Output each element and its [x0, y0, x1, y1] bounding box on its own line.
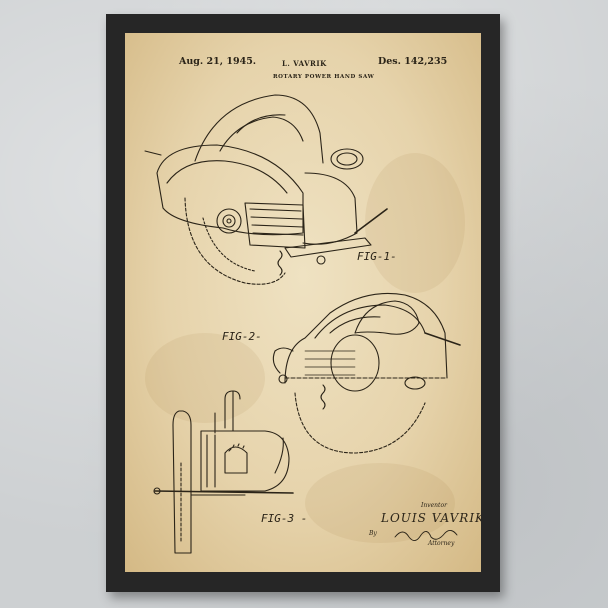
patent-paper: Aug. 21, 1945. L. VAVRIK Des. 142,235 RO…	[125, 33, 481, 572]
by-label: By	[369, 530, 377, 537]
patent-number: Des. 142,235	[378, 56, 448, 67]
fig2-label: FIG-2-	[222, 330, 262, 343]
inventor-caption: Inventor	[421, 502, 447, 509]
paper-stain	[305, 463, 455, 543]
inventor-name: LOUIS VAVRIK	[381, 511, 481, 525]
saw-drawings	[144, 94, 461, 554]
fig3-saw-drawing	[153, 390, 294, 554]
patent-date: Aug. 21, 1945.	[179, 56, 257, 67]
attorney-signature	[394, 530, 458, 541]
patent-subtitle: ROTARY POWER HAND SAW	[273, 74, 375, 80]
attorney-caption: Attorney	[428, 540, 455, 547]
paper-stain	[365, 153, 465, 293]
fig3-label: FIG-3 -	[261, 512, 308, 525]
inventor-header: L. VAVRIK	[282, 59, 327, 68]
paper-stain	[145, 333, 265, 423]
fig1-saw-drawing	[144, 94, 388, 285]
fig2-saw-drawing	[272, 292, 461, 454]
fig1-label: FIG-1-	[357, 250, 397, 263]
